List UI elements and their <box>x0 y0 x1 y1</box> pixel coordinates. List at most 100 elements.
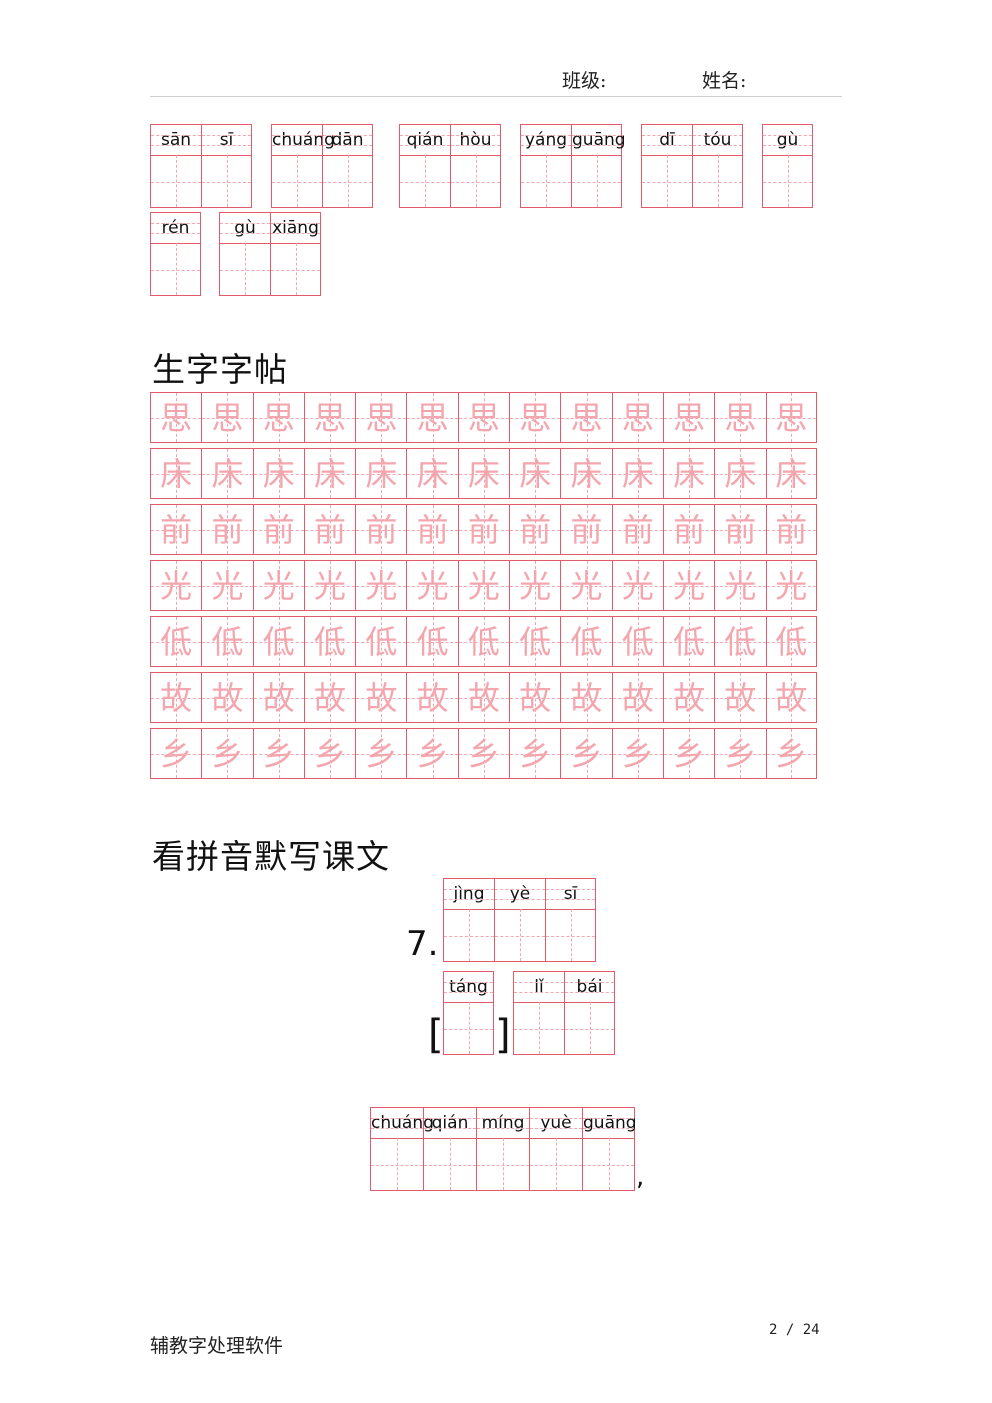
practice-cell[interactable]: 乡 <box>201 728 253 779</box>
practice-cell[interactable]: 低 <box>714 616 766 667</box>
practice-cell[interactable]: 床 <box>509 448 561 499</box>
practice-cell[interactable]: 前 <box>406 504 459 555</box>
practice-cell[interactable]: 光 <box>355 560 407 611</box>
practice-cell[interactable]: 低 <box>201 616 253 667</box>
writing-cell[interactable]: chuáng <box>271 124 335 208</box>
practice-cell[interactable]: 故 <box>662 672 715 723</box>
practice-cell[interactable]: 故 <box>303 672 356 723</box>
practice-cell[interactable]: 故 <box>509 672 561 723</box>
practice-cell[interactable]: 乡 <box>662 728 715 779</box>
writing-cell[interactable]: tóu <box>692 124 743 208</box>
practice-cell[interactable]: 床 <box>765 448 817 499</box>
practice-cell[interactable]: 思 <box>355 392 407 443</box>
writing-cell[interactable]: sān <box>150 124 201 208</box>
writing-cell[interactable]: bái <box>564 971 615 1055</box>
practice-cell[interactable]: 低 <box>457 616 510 667</box>
practice-cell[interactable]: 故 <box>355 672 407 723</box>
practice-cell[interactable]: 低 <box>406 616 459 667</box>
practice-cell[interactable]: 床 <box>714 448 766 499</box>
writing-cell[interactable]: qián <box>423 1107 476 1191</box>
practice-cell[interactable]: 乡 <box>714 728 766 779</box>
writing-cell[interactable]: xiāng <box>270 212 321 296</box>
writing-cell[interactable]: qián <box>399 124 450 208</box>
practice-cell[interactable]: 低 <box>303 616 356 667</box>
writing-cell[interactable]: rén <box>150 212 201 296</box>
practice-cell[interactable]: 光 <box>201 560 253 611</box>
practice-cell[interactable]: 床 <box>201 448 253 499</box>
practice-cell[interactable]: 前 <box>252 504 305 555</box>
practice-cell[interactable]: 思 <box>714 392 766 443</box>
practice-cell[interactable]: 乡 <box>252 728 305 779</box>
practice-cell[interactable]: 乡 <box>509 728 561 779</box>
practice-cell[interactable]: 低 <box>765 616 817 667</box>
practice-cell[interactable]: 思 <box>662 392 715 443</box>
writing-cell[interactable]: gù <box>219 212 270 296</box>
practice-cell[interactable]: 前 <box>560 504 612 555</box>
practice-cell[interactable]: 故 <box>406 672 459 723</box>
practice-cell[interactable]: 床 <box>150 448 202 499</box>
practice-cell[interactable]: 床 <box>457 448 510 499</box>
writing-cell[interactable]: jìng <box>443 878 494 962</box>
practice-cell[interactable]: 思 <box>252 392 305 443</box>
practice-cell[interactable]: 前 <box>611 504 664 555</box>
practice-cell[interactable]: 乡 <box>560 728 612 779</box>
practice-cell[interactable]: 光 <box>611 560 664 611</box>
writing-cell[interactable]: sī <box>545 878 596 962</box>
practice-cell[interactable]: 床 <box>560 448 612 499</box>
practice-cell[interactable]: 低 <box>252 616 305 667</box>
practice-cell[interactable]: 光 <box>150 560 202 611</box>
practice-cell[interactable]: 故 <box>560 672 612 723</box>
practice-cell[interactable]: 乡 <box>355 728 407 779</box>
practice-cell[interactable]: 床 <box>252 448 305 499</box>
practice-cell[interactable]: 前 <box>662 504 715 555</box>
practice-cell[interactable]: 前 <box>765 504 817 555</box>
practice-cell[interactable]: 乡 <box>303 728 356 779</box>
writing-cell[interactable]: guāng <box>582 1107 637 1191</box>
practice-cell[interactable]: 光 <box>406 560 459 611</box>
writing-cell[interactable]: gù <box>762 124 813 208</box>
writing-cell[interactable]: yuè <box>529 1107 582 1191</box>
practice-cell[interactable]: 低 <box>560 616 612 667</box>
writing-cell[interactable]: chuáng <box>370 1107 434 1191</box>
practice-cell[interactable]: 乡 <box>406 728 459 779</box>
practice-cell[interactable]: 低 <box>509 616 561 667</box>
practice-cell[interactable]: 思 <box>509 392 561 443</box>
practice-cell[interactable]: 思 <box>150 392 202 443</box>
practice-cell[interactable]: 故 <box>765 672 817 723</box>
practice-cell[interactable]: 故 <box>201 672 253 723</box>
practice-cell[interactable]: 床 <box>355 448 407 499</box>
practice-cell[interactable]: 光 <box>252 560 305 611</box>
writing-cell[interactable]: dī <box>641 124 692 208</box>
practice-cell[interactable]: 床 <box>611 448 664 499</box>
practice-cell[interactable]: 前 <box>303 504 356 555</box>
practice-cell[interactable]: 乡 <box>150 728 202 779</box>
practice-cell[interactable]: 故 <box>150 672 202 723</box>
writing-cell[interactable]: hòu <box>450 124 501 208</box>
practice-cell[interactable]: 故 <box>611 672 664 723</box>
practice-cell[interactable]: 前 <box>457 504 510 555</box>
practice-cell[interactable]: 床 <box>406 448 459 499</box>
practice-cell[interactable]: 思 <box>406 392 459 443</box>
practice-cell[interactable]: 低 <box>355 616 407 667</box>
writing-cell[interactable]: yè <box>494 878 545 962</box>
practice-cell[interactable]: 光 <box>303 560 356 611</box>
practice-cell[interactable]: 思 <box>765 392 817 443</box>
writing-cell[interactable]: guāng <box>571 124 626 208</box>
practice-cell[interactable]: 思 <box>201 392 253 443</box>
practice-cell[interactable]: 前 <box>714 504 766 555</box>
practice-cell[interactable]: 思 <box>611 392 664 443</box>
practice-cell[interactable]: 故 <box>714 672 766 723</box>
writing-cell[interactable]: yáng <box>520 124 571 208</box>
practice-cell[interactable]: 故 <box>457 672 510 723</box>
practice-cell[interactable]: 乡 <box>611 728 664 779</box>
practice-cell[interactable]: 光 <box>509 560 561 611</box>
writing-cell[interactable]: táng <box>443 971 494 1055</box>
practice-cell[interactable]: 光 <box>714 560 766 611</box>
writing-cell[interactable]: sī <box>201 124 252 208</box>
practice-cell[interactable]: 乡 <box>765 728 817 779</box>
writing-cell[interactable]: míng <box>476 1107 529 1191</box>
practice-cell[interactable]: 光 <box>765 560 817 611</box>
practice-cell[interactable]: 前 <box>509 504 561 555</box>
practice-cell[interactable]: 低 <box>611 616 664 667</box>
practice-cell[interactable]: 思 <box>457 392 510 443</box>
